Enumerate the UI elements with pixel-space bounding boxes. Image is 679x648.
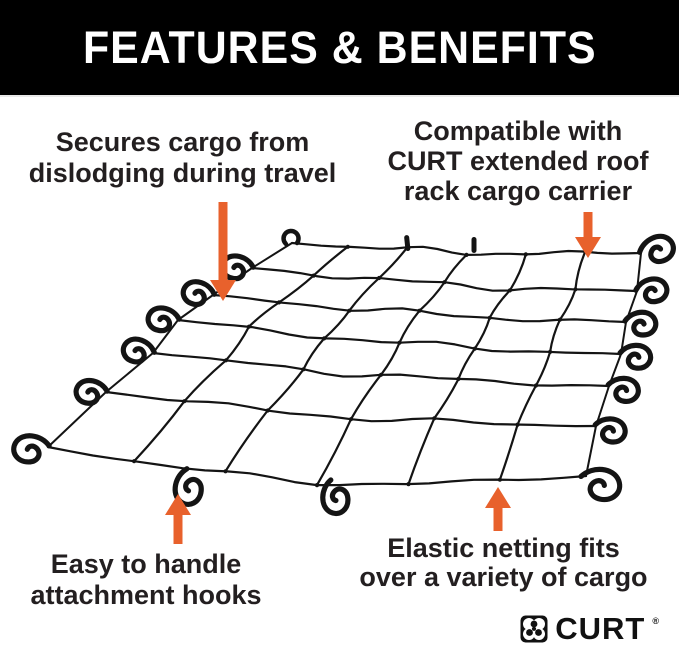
net-knot <box>345 244 350 249</box>
attachment-hook-icon <box>180 279 217 308</box>
net-knot <box>432 416 437 421</box>
net-cords <box>46 241 643 488</box>
attachment-hook-icon <box>120 336 157 365</box>
net-knot <box>406 482 411 487</box>
attachment-hook-icon <box>605 375 641 404</box>
net-row-cord <box>176 318 623 356</box>
callout-line: over a variety of cargo <box>359 562 648 592</box>
callout-line: attachment hooks <box>30 580 262 610</box>
net-knot <box>246 324 251 329</box>
net-knot <box>557 317 563 322</box>
net-row-cord <box>211 293 628 324</box>
callout-secures-cargo: Secures cargo from dislodging during tra… <box>25 127 340 189</box>
callout-roof-rack-compatible: Compatible with CURT extended roof rack … <box>368 116 668 206</box>
net-knot <box>397 340 402 345</box>
callout-line: rack cargo carrier <box>403 176 633 206</box>
registered-mark: ® <box>652 616 659 626</box>
net-knot <box>378 372 384 377</box>
net-clip-icon <box>404 235 411 252</box>
net-column-cord <box>407 253 527 486</box>
net-knot <box>417 308 422 313</box>
curt-logo: CURT ® <box>520 613 659 644</box>
up-arrow-icon <box>485 487 511 531</box>
net-column-cord <box>315 253 468 487</box>
attachment-hook-icon <box>592 416 628 445</box>
curt-logo-icon <box>520 615 548 642</box>
net-knot <box>507 288 512 293</box>
net-knot <box>533 383 539 388</box>
net-knot <box>573 287 578 292</box>
net-knot <box>523 252 528 257</box>
net-knot <box>348 417 354 422</box>
attachment-hook-icon <box>617 342 654 371</box>
callout-line: Elastic netting fits <box>387 533 620 563</box>
net-knot <box>132 459 137 464</box>
net-knot <box>442 280 447 285</box>
net-knot <box>314 483 320 488</box>
callout-line: Compatible with <box>413 116 623 146</box>
callout-line: Secures cargo from <box>55 127 310 157</box>
callout-easy-hooks: Easy to handle attachment hooks <box>10 549 282 611</box>
net-knot <box>311 273 316 278</box>
net-row-cord <box>151 351 611 388</box>
features-benefits-title: FEATURES & BENEFITS <box>82 21 597 73</box>
net-column-cord <box>224 246 409 473</box>
up-arrow-icon <box>165 494 191 544</box>
net-knot <box>487 315 492 320</box>
net-knot <box>277 300 282 305</box>
net-knot <box>515 422 520 427</box>
attachment-hook-icon <box>219 253 256 282</box>
net-knot <box>377 275 382 281</box>
attachment-hook-icon <box>145 305 182 334</box>
callout-line: dislodging during travel <box>28 158 337 188</box>
net-knot <box>301 367 306 372</box>
attachment-hook-icon <box>320 477 351 517</box>
curt-logo-text: CURT <box>555 611 646 646</box>
net-knot <box>456 376 461 381</box>
header-bar: FEATURES & BENEFITS <box>0 0 679 97</box>
net-knot <box>347 308 352 313</box>
net-knot <box>497 477 502 482</box>
attachment-hook-icon <box>578 466 623 503</box>
corner-loop-icon <box>281 228 301 247</box>
attachment-hook-icon <box>622 309 659 338</box>
net-knot <box>472 346 477 351</box>
net-clip-icon <box>471 237 477 253</box>
attachment-hook-icon <box>633 276 670 305</box>
net-knot <box>548 349 553 354</box>
down-arrow-icon <box>210 202 236 301</box>
attachment-hook-icon <box>637 233 676 265</box>
attachment-hook-icon <box>73 377 110 406</box>
net-knot <box>223 358 229 363</box>
net-knot <box>464 252 469 257</box>
callout-line: CURT extended roof <box>387 146 649 176</box>
net-knot <box>265 408 270 413</box>
attachment-hook-icon <box>11 433 52 465</box>
down-arrow-icon <box>575 212 601 258</box>
net-edge-cord <box>47 242 293 448</box>
callout-elastic-netting: Elastic netting fits over a variety of c… <box>356 534 651 592</box>
callout-line: Easy to handle <box>50 549 242 579</box>
net-knot <box>182 399 187 404</box>
net-knot <box>322 336 327 341</box>
net-knot <box>223 469 228 474</box>
attachment-hook-icon <box>172 466 204 507</box>
